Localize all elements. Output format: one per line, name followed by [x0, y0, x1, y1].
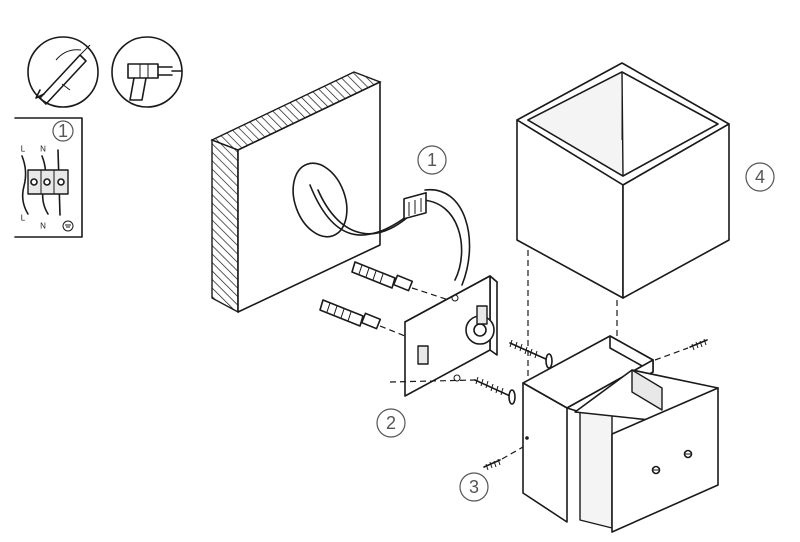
inset-label-n-bottom: N	[40, 222, 46, 231]
screw-lower	[474, 376, 516, 405]
callout-label-2: 2	[386, 413, 396, 433]
drill-icon	[111, 36, 183, 108]
lamp-body	[522, 335, 719, 533]
inset-label-l-bottom: L	[21, 214, 26, 223]
wall-block	[210, 71, 382, 314]
wall-plug-bottom	[319, 299, 382, 330]
grub-screw-right	[689, 338, 708, 351]
wall-plug-top	[351, 261, 414, 292]
pencil-mark-icon	[27, 36, 99, 108]
wall-hole	[292, 162, 348, 238]
callout-circle-1	[417, 145, 447, 175]
callout-label-4: 4	[755, 167, 765, 187]
mounting-plate	[404, 275, 498, 397]
callout-label-3: 3	[469, 477, 479, 497]
inset-label-n-top: N	[40, 145, 46, 154]
guide-line-plug-bottom	[379, 325, 411, 339]
guide-line-plate	[389, 379, 476, 383]
callout-circle-4	[745, 162, 775, 192]
inset-callout-circle	[52, 120, 74, 142]
callout-circle-2	[376, 408, 406, 438]
lamp-shade	[516, 62, 730, 299]
inset-callout-label: 1	[58, 121, 68, 141]
wiring-inset: 1 L N L N	[14, 117, 83, 238]
screw-upper	[509, 339, 553, 369]
earth-ground-icon	[62, 220, 74, 232]
grub-screw-left	[483, 458, 501, 471]
inset-label-l-top: L	[21, 145, 26, 154]
callout-label-1: 1	[427, 150, 437, 170]
guide-line-grub-right	[654, 347, 689, 361]
terminal-block	[403, 192, 427, 220]
guide-line-grub-left	[501, 446, 524, 460]
callout-circle-3	[459, 472, 489, 502]
